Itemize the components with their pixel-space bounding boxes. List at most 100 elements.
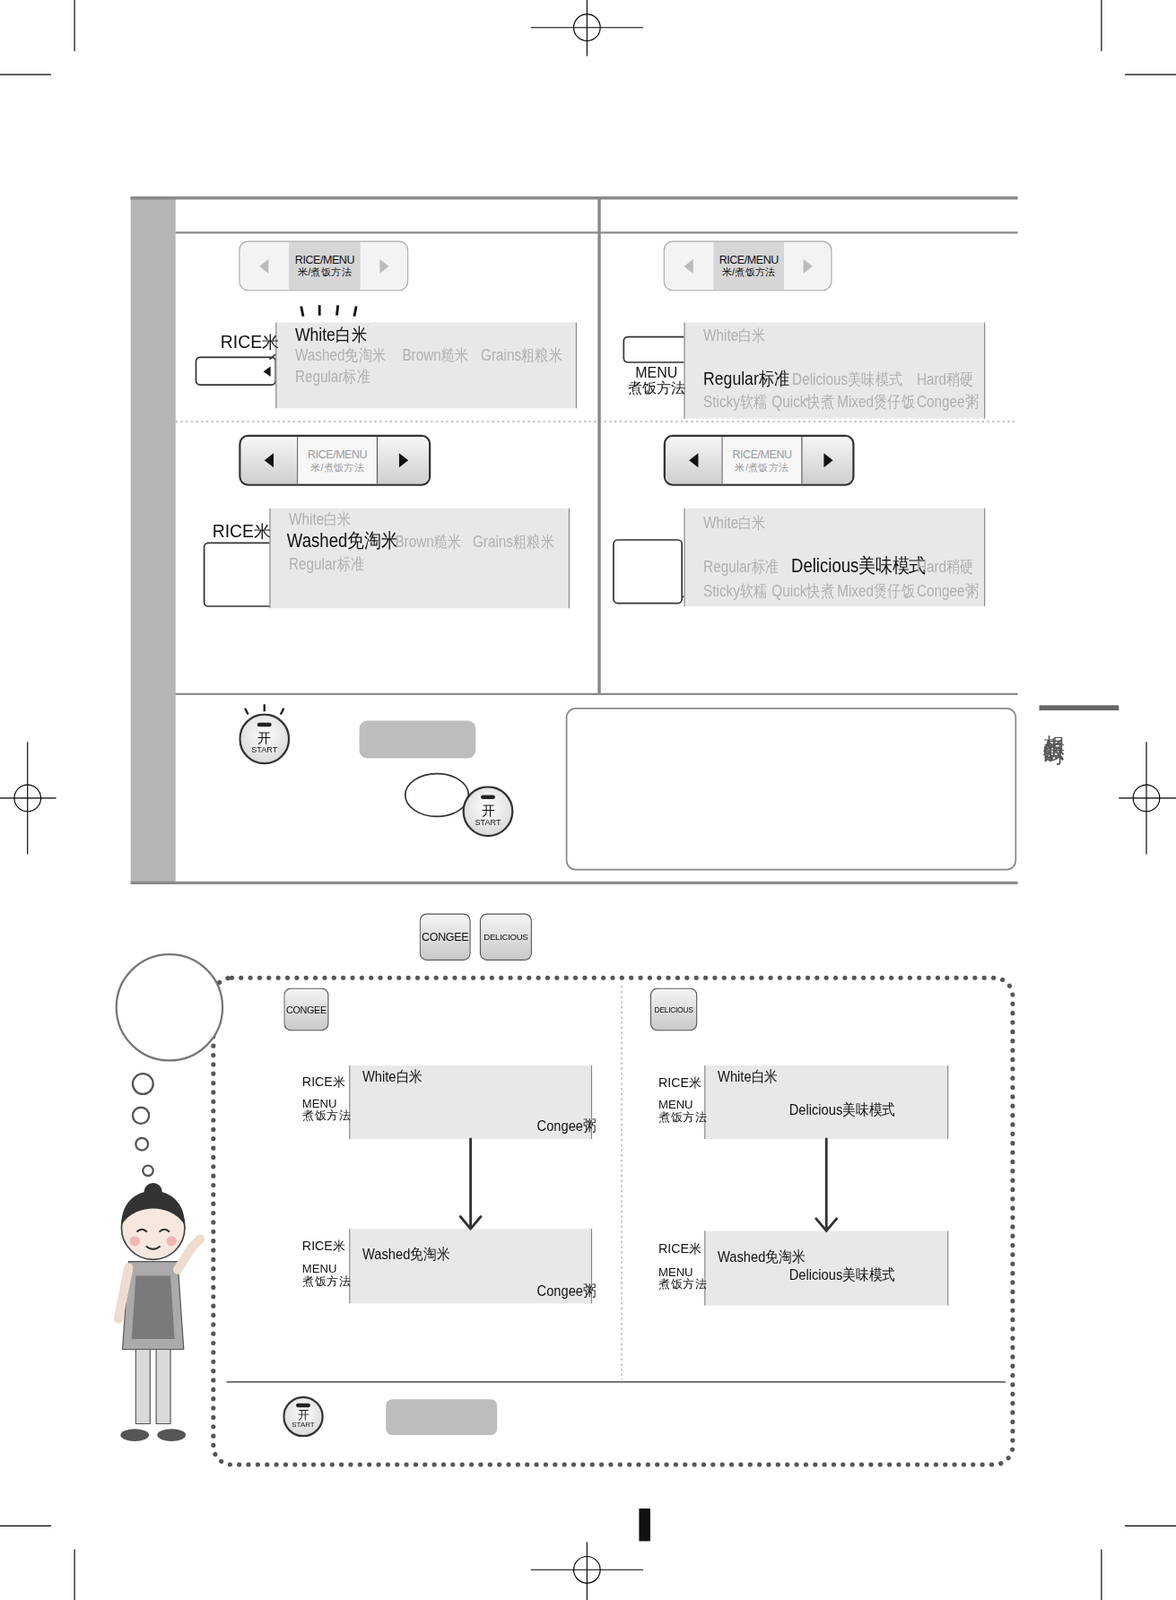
rice-menu-button: RICE/MENU米/煮饭方法 <box>663 241 833 292</box>
lcd-display: Washed免淘米Congee粥 <box>348 1228 593 1304</box>
key-label: DELICIOUS <box>654 1004 694 1014</box>
display-item: Delicious美味模式 <box>791 555 926 578</box>
display-item: Mixed煲仔饭 <box>836 392 915 412</box>
figure-cheek <box>165 1236 176 1246</box>
display-item: Congee粥 <box>916 582 979 602</box>
status-bar <box>385 1399 497 1436</box>
status-bar <box>359 720 477 758</box>
key-label: CONGEE <box>421 931 469 944</box>
figure-legs <box>135 1347 171 1424</box>
display-label: RICE米 <box>212 522 272 541</box>
key-label: 米/煮饭方法 <box>722 266 776 279</box>
display-item: Washed免淘米 <box>717 1247 805 1266</box>
tip-rule <box>226 1381 1006 1384</box>
key-label: DELICIOUS <box>483 932 528 942</box>
lcd-display: White白米Washed免淘米 Brown糙米 Grains粗粮米 Regular标… <box>275 322 577 410</box>
display-item: Sticky软糯 <box>703 582 767 602</box>
lcd-display: White白米Congee粥 <box>348 1065 593 1140</box>
left-arrow-icon <box>259 258 269 273</box>
right-arrow-icon <box>399 452 409 468</box>
display-item: Washed免淘米 <box>295 346 386 366</box>
section-tab: 想煮饭时 <box>1043 717 1066 731</box>
right-arrow-icon <box>803 258 813 273</box>
note-panel <box>566 708 1017 871</box>
start-button: 开START <box>462 785 514 837</box>
key-label-group: RICE/MENU米/煮饭方法 <box>731 447 792 473</box>
callout-box <box>204 542 274 607</box>
button-label: 开 <box>297 1410 310 1422</box>
display-label: MENU 煮饭方法 <box>302 1263 352 1288</box>
thought-circle <box>116 954 223 1061</box>
display-item: Mixed煲仔饭 <box>836 582 915 602</box>
tip-border <box>213 977 1013 1465</box>
arrow-right-segment <box>801 436 853 484</box>
rice-menu-button: RICE/MENU米/煮饭方法 <box>663 435 855 487</box>
lcd-display: White白米Regular标准Delicious美味模式Hard稍硬Stick… <box>683 508 985 607</box>
display-item: Regular标准 <box>295 367 371 387</box>
thought-dot <box>132 1107 149 1124</box>
figure-shoe <box>156 1428 186 1442</box>
indicator-lamp <box>296 1403 311 1409</box>
lcd-display: White白米Regular标准Delicious美味模式Hard稍硬Stick… <box>683 322 985 419</box>
key-label: RICE/MENU <box>307 447 367 462</box>
display-item: Congee粥 <box>916 392 979 412</box>
display-label: RICE米 <box>658 1243 703 1257</box>
display-item: Delicious美味模式 <box>789 1265 896 1284</box>
congee-key: CONGEE <box>419 914 471 961</box>
display-label: MENU 煮饭方法 <box>302 1097 352 1122</box>
display-item: Delicious美味模式 <box>792 370 903 390</box>
column-divider <box>597 199 601 695</box>
arrow-left-segment <box>239 242 289 290</box>
display-label: RICE米 <box>302 1075 347 1089</box>
display-item: Grains粗粮米 <box>480 346 563 366</box>
key-label: 米/煮饭方法 <box>297 266 352 279</box>
flow-arrow <box>460 1139 481 1229</box>
rice-menu-key: RICE/MENU米/煮饭方法 <box>723 436 802 484</box>
display-label: MENU 煮饭方法 <box>658 1265 708 1290</box>
display-item: Regular标准 <box>703 557 779 577</box>
display-item: Hard稍硬 <box>916 370 975 390</box>
display-label: RICE米 <box>658 1077 703 1091</box>
delicious-key: DELICIOUS <box>650 988 697 1032</box>
arrow-left-segment <box>241 436 299 484</box>
display-item: White白米 <box>703 326 767 346</box>
dotted-divider <box>620 985 622 1380</box>
start-button: 开START <box>282 1396 324 1438</box>
press-bubble <box>405 774 470 818</box>
registration-mark <box>574 14 602 42</box>
left-arrow-icon <box>688 452 698 468</box>
right-arrow-icon <box>379 258 389 273</box>
arrow-right-segment <box>376 436 429 484</box>
thought-dot <box>142 1166 153 1176</box>
display-item: Washed免淘米 <box>362 1245 450 1264</box>
display-item: White白米 <box>717 1067 778 1086</box>
display-item: Regular标准 <box>288 555 365 575</box>
indicator-lamp <box>257 723 272 728</box>
registration-mark <box>574 1556 602 1584</box>
button-label: START <box>291 1420 314 1429</box>
step-band <box>130 197 176 885</box>
display-item: White白米 <box>362 1067 423 1086</box>
key-label: RICE/MENU <box>719 252 779 267</box>
key-label-group: RICE/MENU米/煮饭方法 <box>295 252 355 279</box>
lcd-display: White白米Delicious美味模式 <box>704 1065 949 1140</box>
button-label: 开 <box>481 803 496 818</box>
display-item: White白米 <box>295 324 367 347</box>
right-arrow-icon <box>823 452 833 468</box>
delicious-key: DELICIOUS <box>479 914 532 961</box>
key-label-group: RICE/MENU米/煮饭方法 <box>307 447 367 473</box>
display-item: Quick快煮 <box>771 582 835 602</box>
display-item: Brown糙米 <box>401 346 469 366</box>
registration-mark <box>14 784 42 812</box>
figure-face <box>136 1229 169 1250</box>
left-arrow-icon <box>683 258 693 273</box>
display-item: Quick快煮 <box>771 392 835 412</box>
page-marker <box>638 1508 651 1542</box>
display-label: MENU 煮饭方法 <box>627 365 687 395</box>
display-item: Washed免淘米 <box>287 530 398 553</box>
figure-bun <box>143 1183 162 1202</box>
display-item: Regular标准 <box>703 368 791 391</box>
lcd-display: Washed免淘米Delicious美味模式 <box>704 1230 949 1306</box>
